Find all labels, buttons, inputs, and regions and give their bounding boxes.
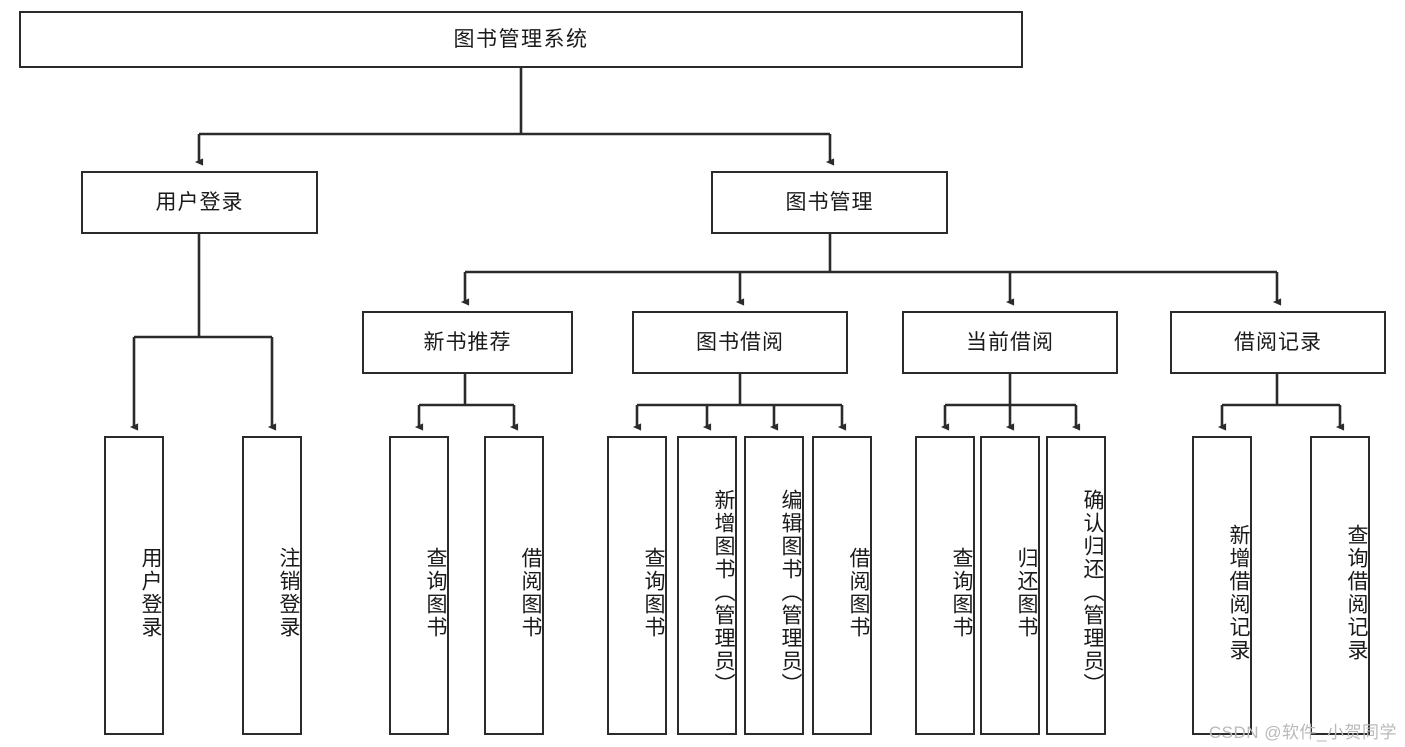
node-leaf-add-record[interactable]: 新增借阅记录 bbox=[1192, 436, 1252, 735]
node-leaf-return-book[interactable]: 归还图书 bbox=[980, 436, 1040, 735]
node-leaf-query-record-label: 查询借阅记录 bbox=[1345, 523, 1368, 662]
node-leaf-query-book-2-label: 查询图书 bbox=[642, 546, 665, 639]
node-borrow-record[interactable]: 借阅记录 bbox=[1170, 311, 1386, 374]
node-root-label: 图书管理系统 bbox=[453, 27, 589, 51]
node-root[interactable]: 图书管理系统 bbox=[19, 11, 1023, 68]
node-leaf-user-login[interactable]: 用户登录 bbox=[104, 436, 164, 735]
node-leaf-add-book[interactable]: 新增图书（管理员） bbox=[677, 436, 737, 735]
node-leaf-add-record-label: 新增借阅记录 bbox=[1227, 523, 1250, 662]
node-current-borrow-label: 当前借阅 bbox=[966, 330, 1054, 354]
node-leaf-borrow-book-1[interactable]: 借阅图书 bbox=[484, 436, 544, 735]
node-leaf-edit-book-label: 编辑图书（管理员） bbox=[779, 489, 802, 696]
node-leaf-borrow-book-2[interactable]: 借阅图书 bbox=[812, 436, 872, 735]
node-leaf-query-book-1[interactable]: 查询图书 bbox=[389, 436, 449, 735]
node-leaf-user-login-label: 用户登录 bbox=[139, 546, 162, 639]
watermark: CSDN @软件_小贺同学 bbox=[1208, 723, 1397, 742]
node-user-login-label: 用户登录 bbox=[155, 190, 244, 214]
node-current-borrow[interactable]: 当前借阅 bbox=[902, 311, 1118, 374]
node-leaf-edit-book[interactable]: 编辑图书（管理员） bbox=[744, 436, 804, 735]
node-new-book-recommend-label: 新书推荐 bbox=[423, 330, 512, 354]
node-leaf-query-book-2[interactable]: 查询图书 bbox=[607, 436, 667, 735]
node-leaf-confirm-return-label: 确认归还（管理员） bbox=[1081, 489, 1104, 696]
node-borrow-record-label: 借阅记录 bbox=[1234, 330, 1322, 354]
node-leaf-query-book-3-label: 查询图书 bbox=[950, 546, 973, 639]
node-leaf-add-book-label: 新增图书（管理员） bbox=[712, 489, 735, 696]
node-new-book-recommend[interactable]: 新书推荐 bbox=[362, 311, 573, 374]
node-leaf-borrow-book-2-label: 借阅图书 bbox=[847, 546, 870, 639]
node-leaf-logout-label: 注销登录 bbox=[277, 546, 300, 639]
node-leaf-confirm-return[interactable]: 确认归还（管理员） bbox=[1046, 436, 1106, 735]
node-leaf-query-book-3[interactable]: 查询图书 bbox=[915, 436, 975, 735]
node-book-borrow[interactable]: 图书借阅 bbox=[632, 311, 848, 374]
node-leaf-query-book-1-label: 查询图书 bbox=[424, 546, 447, 639]
node-leaf-query-record[interactable]: 查询借阅记录 bbox=[1310, 436, 1370, 735]
node-leaf-logout[interactable]: 注销登录 bbox=[242, 436, 302, 735]
node-leaf-return-book-label: 归还图书 bbox=[1015, 546, 1038, 639]
node-book-manage-label: 图书管理 bbox=[785, 190, 874, 214]
node-user-login[interactable]: 用户登录 bbox=[81, 171, 318, 234]
node-leaf-borrow-book-1-label: 借阅图书 bbox=[519, 546, 542, 639]
node-book-manage[interactable]: 图书管理 bbox=[711, 171, 948, 234]
node-book-borrow-label: 图书借阅 bbox=[696, 330, 784, 354]
